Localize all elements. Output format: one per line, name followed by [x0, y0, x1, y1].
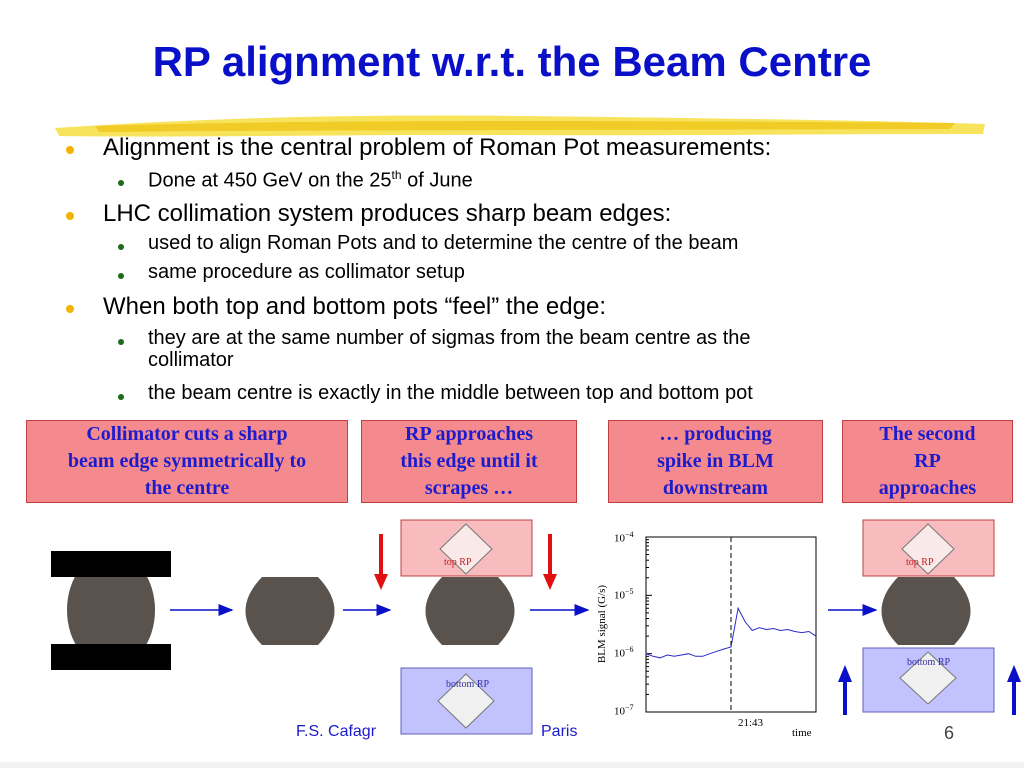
sub-bullet-marker	[118, 180, 124, 186]
x-tick-label: 21:43	[738, 717, 764, 729]
y-tick-label: 10−6	[614, 645, 634, 660]
sub-bullet-procedure: same procedure as collimator setup	[148, 261, 465, 283]
blm-plot: BLM signal (G/s) 10−4 10−5 10−6 10−7 21:…	[596, 518, 824, 750]
sub-bullet-marker	[118, 394, 124, 400]
page-number: 6	[944, 723, 955, 743]
bullet-marker	[66, 305, 74, 313]
red-down-arrow	[374, 574, 388, 590]
footer-location: Paris	[541, 723, 578, 740]
sub-bullet-marker	[118, 273, 124, 279]
blue-up-arrow	[838, 665, 852, 682]
blue-up-arrow	[1007, 665, 1021, 682]
y-tick-label: 10−4	[614, 530, 634, 545]
stage-rp-scrape	[374, 519, 557, 735]
bullet-collimation: LHC collimation system produces sharp be…	[103, 200, 672, 227]
sub-bullet-marker	[118, 339, 124, 345]
blm-signal-series	[645, 606, 817, 659]
bottom-bar	[0, 762, 1024, 768]
red-down-arrow	[543, 574, 557, 590]
y-tick-label: 10−5	[614, 587, 634, 602]
bullet-alignment: Alignment is the central problem of Roma…	[103, 134, 772, 161]
sub-bullet-align: used to align Roman Pots and to determin…	[148, 232, 739, 254]
bottom-rp-label: bottom RP	[907, 657, 951, 668]
stage-second-rp	[838, 519, 1021, 715]
bottom-rp-label: bottom RP	[446, 679, 490, 690]
sub-bullet-marker	[118, 244, 124, 250]
footer-author: F.S. Cafagr	[296, 723, 377, 740]
sub-bullet-sigmas: they are at the same number of sigmas fr…	[148, 327, 751, 371]
page-title: RP alignment w.r.t. the Beam Centre	[152, 38, 872, 85]
y-tick-label: 10−7	[614, 703, 634, 718]
collimator-jaw-bottom	[51, 644, 171, 670]
sub-bullet-middle: the beam centre is exactly in the middle…	[148, 382, 753, 404]
sub-bullet-date: Done at 450 GeV on the 25th of June	[148, 168, 473, 192]
top-rp-label: top RP	[906, 557, 934, 568]
bullet-marker	[66, 212, 74, 220]
bullet-both-pots: When both top and bottom pots “feel” the…	[103, 293, 606, 320]
x-axis-label: time	[792, 727, 812, 739]
beam-shape-cut	[245, 577, 335, 645]
stage-collimator	[51, 551, 171, 670]
collimator-jaw-top	[51, 551, 171, 577]
beam-shape-full	[67, 552, 155, 668]
title-underline-decoration	[55, 115, 985, 137]
alignment-diagram	[51, 519, 1021, 735]
bullet-marker	[66, 146, 74, 154]
top-rp-label: top RP	[444, 557, 472, 568]
y-axis-label: BLM signal (G/s)	[596, 584, 608, 664]
